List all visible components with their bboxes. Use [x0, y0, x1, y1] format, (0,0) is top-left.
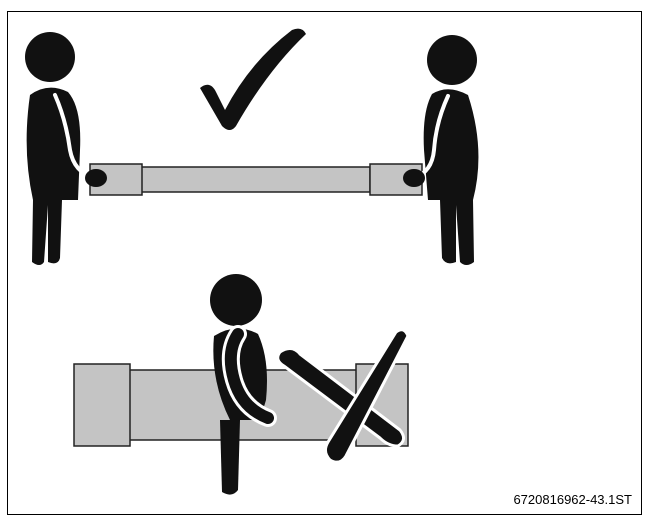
check-mark-icon [200, 29, 306, 130]
hand-right [403, 169, 425, 187]
correct-carry-scene [25, 29, 478, 265]
person-right [414, 35, 478, 265]
person-single [210, 274, 268, 495]
pipe-end-large-left [74, 364, 130, 446]
person-left [25, 32, 94, 265]
incorrect-carry-scene [74, 274, 408, 495]
hand-left [85, 169, 107, 187]
pipe-body [140, 167, 370, 192]
figure-reference-code: 6720816962-43.1ST [513, 492, 632, 507]
